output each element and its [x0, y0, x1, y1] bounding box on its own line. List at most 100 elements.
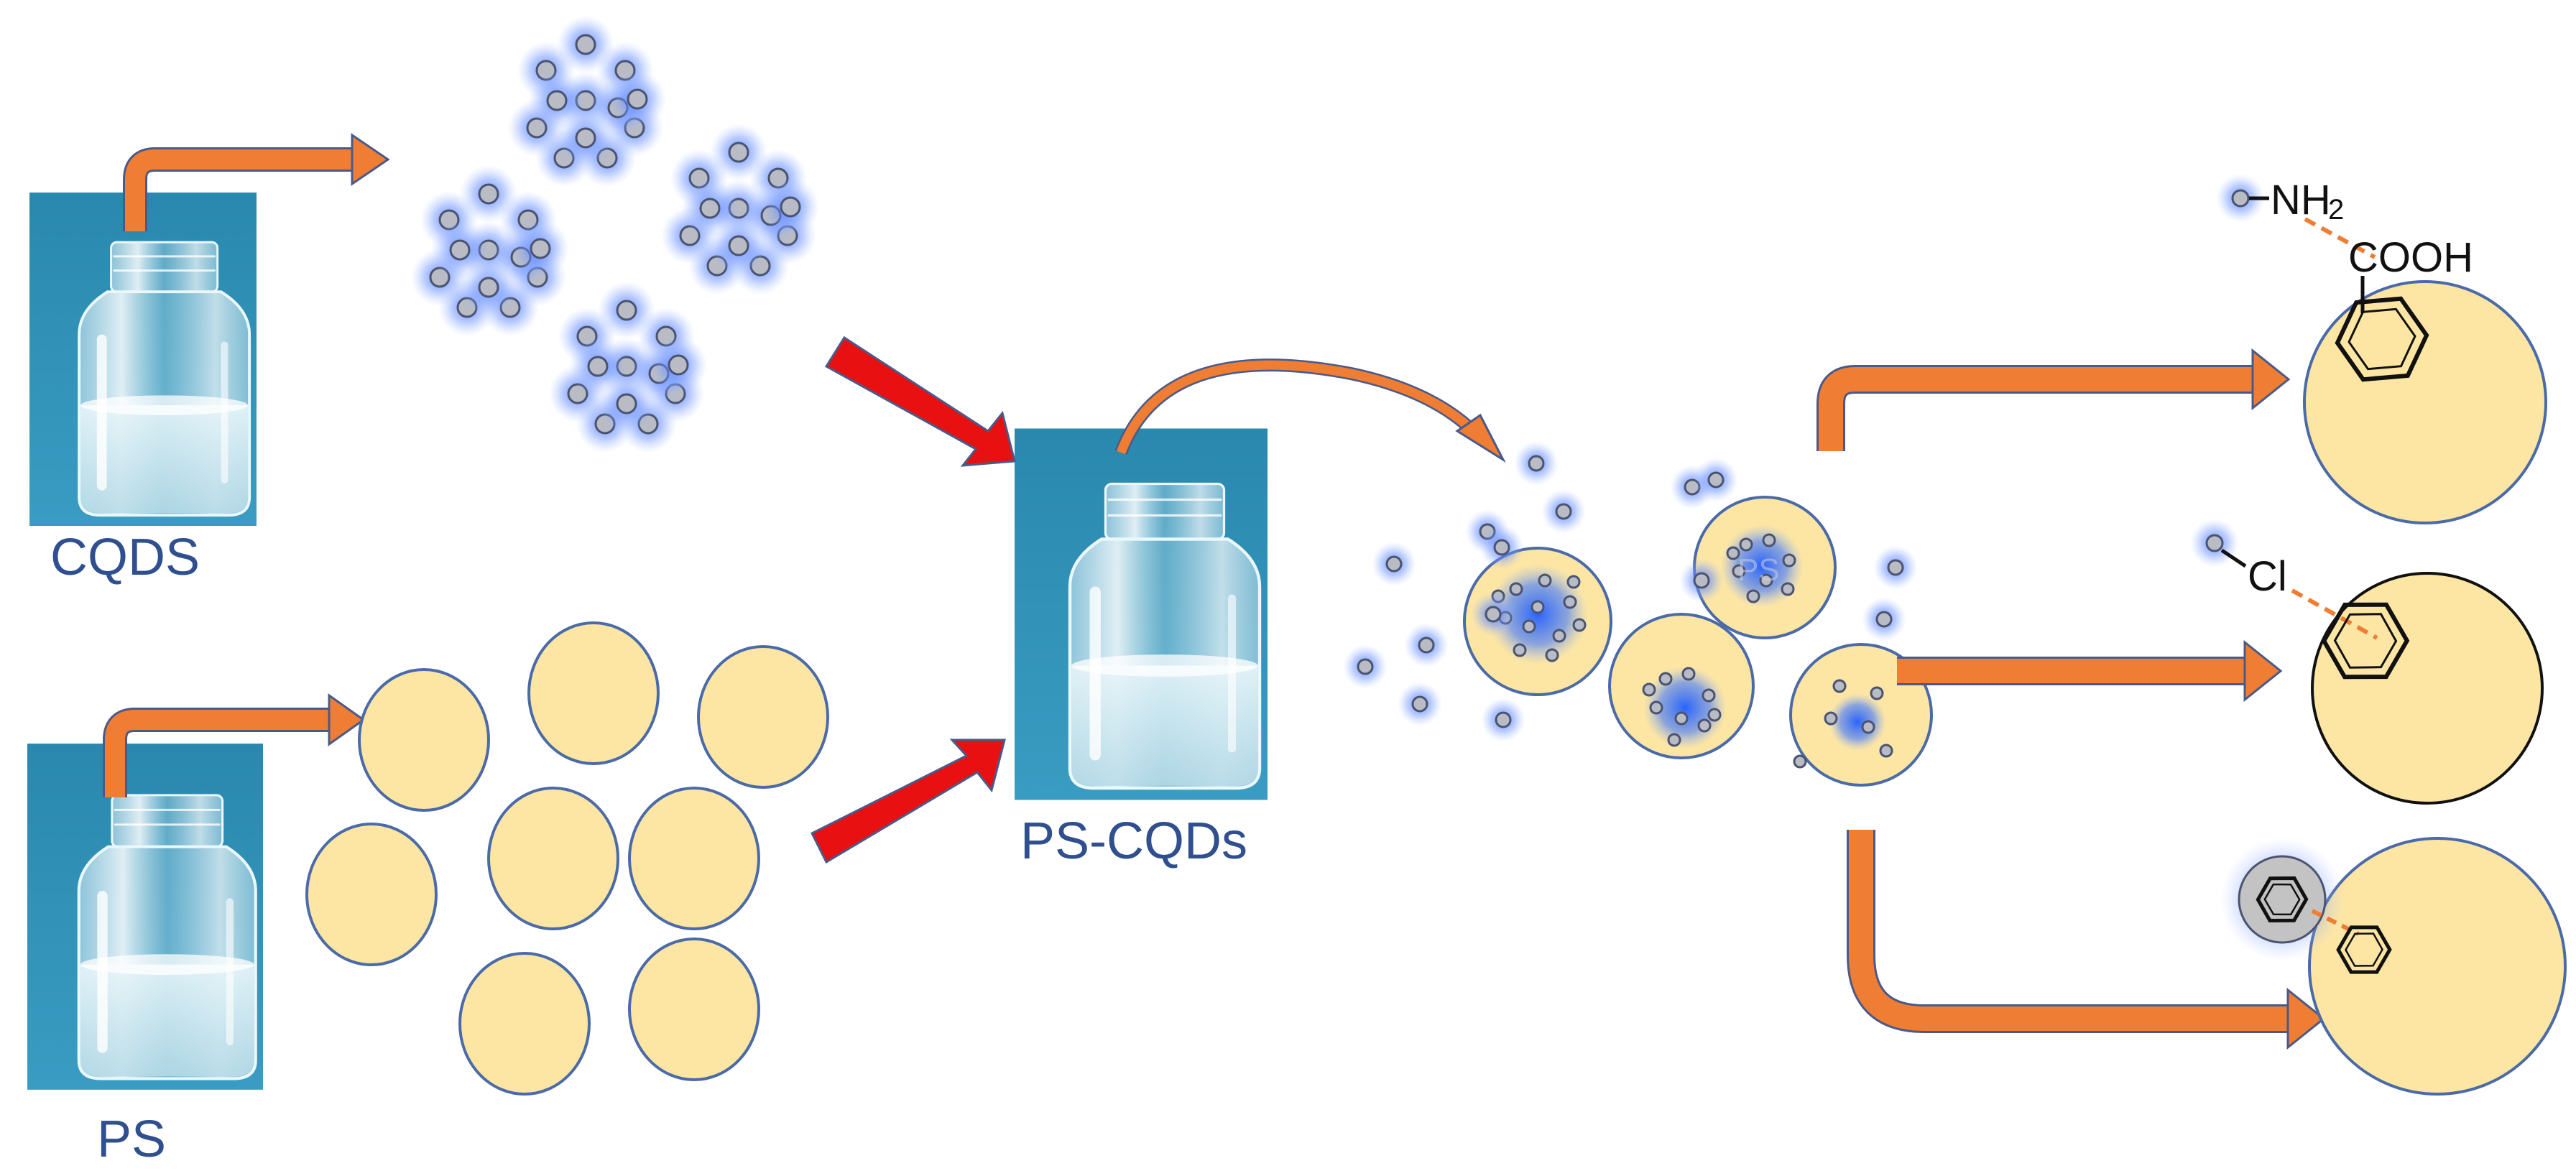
- cqd-dot: [1493, 539, 1510, 556]
- cqd-dot: [1707, 471, 1725, 489]
- cqd-cluster: [507, 15, 667, 187]
- cqd-dot: [1875, 611, 1893, 628]
- cqd-clusters: [410, 15, 820, 453]
- nh2-group-label: NH: [2271, 177, 2331, 223]
- cl-group-label: Cl: [2248, 553, 2287, 600]
- ps-sphere: [305, 823, 438, 966]
- cqd-dot: [699, 198, 721, 219]
- cqd-dot: [668, 354, 689, 376]
- cqd-dot: [1555, 503, 1572, 520]
- cqd-dot: [575, 127, 596, 149]
- cqd-cluster: [410, 165, 570, 337]
- cqd-dot: [1793, 754, 1807, 769]
- cqd-dot: [1870, 686, 1884, 700]
- benzene-ring-icon: [2335, 296, 2429, 382]
- cqd-dot: [1707, 708, 1722, 722]
- cqd-dot: [1572, 618, 1587, 632]
- cqd-dot: [627, 88, 648, 110]
- cqd-dot: [1824, 711, 1838, 726]
- ps-sphere: [487, 787, 619, 930]
- cqd-dot: [1658, 672, 1673, 686]
- cqds-vial: [29, 193, 257, 526]
- cqd-dot: [1759, 573, 1773, 588]
- cqd-cluster: [660, 123, 820, 295]
- cqd-dot: [478, 277, 499, 298]
- ps-sphere-group: [305, 621, 829, 1096]
- cqd-dot: [1782, 553, 1796, 568]
- cqd-dot: [1762, 533, 1776, 547]
- cqd-dot: [478, 183, 499, 205]
- cqd-dot: [1552, 629, 1566, 643]
- mechanism-hydrogen-bond: NH 2 COOH: [2216, 174, 2547, 524]
- ps-vial: [27, 744, 263, 1090]
- nh2-subscript: 2: [2328, 194, 2344, 226]
- cqd-dot: [1418, 636, 1435, 654]
- cqd-dot: [1563, 595, 1577, 609]
- cqd-dot: [1832, 679, 1847, 693]
- cqd-dot: [1545, 648, 1559, 662]
- cqds-dispense-arrow: [123, 133, 390, 231]
- branch-arrow-bottom: [1847, 830, 2326, 1050]
- ps-label: PS: [97, 1111, 166, 1168]
- cqd-dot: [1702, 688, 1716, 703]
- ps-sphere: [697, 645, 829, 789]
- cqd-dot: [616, 300, 637, 321]
- cqd-dot: [1513, 643, 1527, 657]
- cqd-dot: [1528, 455, 1545, 472]
- cqd-dot: [1531, 600, 1545, 614]
- cqd-dot: [575, 34, 596, 55]
- cqd-dot: [1566, 575, 1581, 589]
- ps-cqds-transfer-arrow: [1114, 358, 1506, 463]
- cqd-dot: [1887, 559, 1904, 576]
- mechanism-pi-stacking: [2220, 837, 2567, 1096]
- cqd-dot: [2205, 534, 2224, 552]
- cqd-dot: [1681, 667, 1696, 681]
- cqds-label: CQDS: [50, 529, 200, 586]
- ps-sphere: [458, 952, 591, 1096]
- cqd-dot: [728, 142, 749, 163]
- benzene-ring-icon: [2336, 925, 2392, 974]
- cqd-dot: [1385, 555, 1403, 573]
- branch-arrow-top: [1816, 348, 2291, 451]
- cqd-dot: [1538, 573, 1552, 588]
- cqd-dot: [728, 235, 749, 256]
- ps-cqds-composite: [1343, 441, 1933, 787]
- ps-cqds-vial: [1015, 429, 1268, 800]
- cqd-dot: [1697, 718, 1712, 733]
- cqd-dot: [1726, 546, 1740, 560]
- ps-sphere-large: [2303, 280, 2547, 524]
- ps-sphere-large: [2311, 572, 2544, 805]
- ps-on-particle-label: PS: [1737, 552, 1780, 588]
- ps-sphere: [628, 937, 760, 1081]
- ps-sphere: [527, 621, 660, 765]
- cqd-dot: [546, 90, 568, 111]
- cqds-feed-arrow: [824, 335, 1016, 467]
- cqd-dot: [1746, 589, 1760, 603]
- cqd-dot: [1522, 619, 1536, 634]
- cqd-dot: [1357, 658, 1374, 675]
- cqd-dot: [1781, 582, 1795, 596]
- cqd-dot: [2231, 189, 2250, 208]
- cqd-dot: [1509, 582, 1523, 596]
- cqd-dot: [616, 393, 637, 415]
- cooh-group-label: COOH: [2348, 234, 2473, 281]
- cqd-dot: [1642, 682, 1656, 697]
- ps-sphere: [628, 787, 760, 930]
- cqd-dot: [1667, 733, 1681, 747]
- benzene-ring-icon: [2256, 876, 2309, 922]
- cqd-dot: [1485, 606, 1502, 623]
- ps-dispense-arrow: [103, 693, 366, 797]
- cqd-dot: [530, 238, 551, 259]
- cqd-dot: [1693, 572, 1710, 589]
- cqd-dot: [587, 356, 609, 377]
- cqd-dot: [1674, 711, 1689, 726]
- mechanism-halogen: Cl: [2190, 519, 2544, 805]
- cqd-dot: [1732, 564, 1746, 578]
- ps-feed-arrow: [810, 739, 1006, 864]
- cqd-dot: [1739, 537, 1753, 552]
- branch-arrow-middle: [1897, 639, 2283, 703]
- cqd-dot: [780, 196, 801, 218]
- ps-cqds-label: PS-CQDs: [1020, 812, 1247, 870]
- cqd-dot: [1411, 695, 1428, 713]
